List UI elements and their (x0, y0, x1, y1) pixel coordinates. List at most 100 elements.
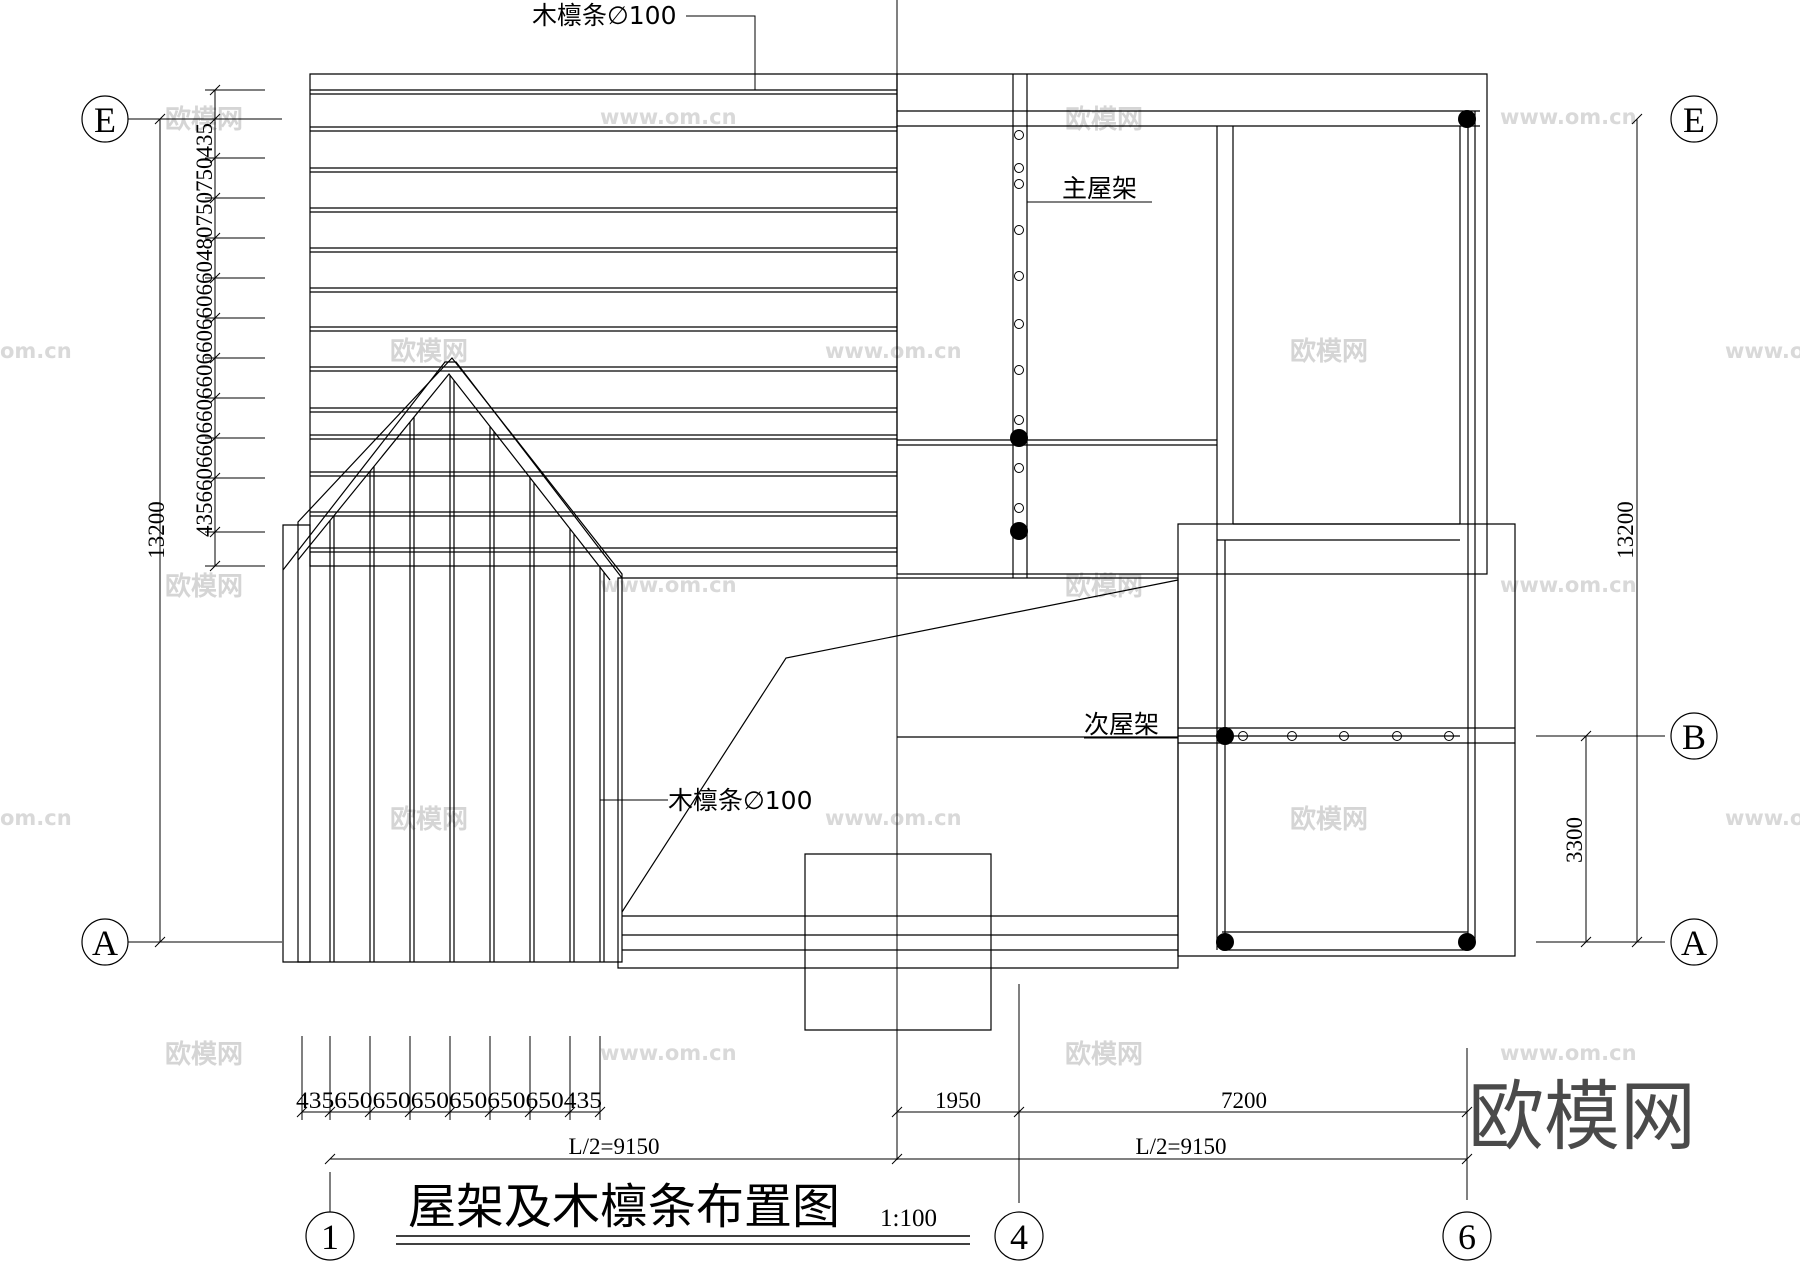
truss-node (1014, 319, 1024, 329)
watermark-url: www.om.cn (1500, 573, 1637, 597)
dim-tick (1632, 114, 1642, 124)
dim-tick (892, 1154, 902, 1164)
watermark-brand: 欧模网 (1065, 571, 1143, 602)
dim-tick (210, 114, 220, 124)
truss-node (1014, 163, 1024, 173)
dim-half-span-left: L/2=9150 (569, 1134, 660, 1159)
purlin-label-mid: 木檩条∅100 (668, 786, 813, 815)
dim-tick (210, 273, 220, 283)
truss-node (1014, 463, 1024, 473)
truss-node (1014, 130, 1024, 140)
grid-label-a-right: A (1681, 923, 1707, 963)
secondary-truss-label: 次屋架 (1084, 710, 1159, 739)
vertical-purlins (330, 375, 604, 962)
watermark-url: www.om.cn (1725, 339, 1800, 363)
truss-node (1238, 731, 1248, 741)
watermark-url-fragment: om.cn (0, 339, 72, 363)
grid-label-a-left: A (92, 923, 118, 963)
axis-lines (128, 0, 1665, 1212)
truss-node (1014, 225, 1024, 235)
dim-tick (210, 353, 220, 363)
column-marker (1010, 429, 1028, 447)
purlin-label-top: 木檩条∅100 (532, 1, 677, 30)
left-dimensions: 13200 4356606606606606606606604807507504… (144, 85, 265, 947)
truss-node (1392, 731, 1402, 741)
grid-bubble-b (1670, 712, 1718, 760)
grid-bubble-e-left (81, 95, 129, 143)
dim-tick (210, 473, 220, 483)
dim-tick (210, 193, 220, 203)
grid-bubble-a-left (81, 918, 129, 966)
upper-right-roof-outline (897, 74, 1487, 574)
purlin-leader-top (686, 16, 755, 90)
lower-roof-outline (618, 578, 1178, 968)
dim-bottom-spacing: 435650650650650650650435 (296, 1088, 602, 1113)
watermark-url: www.om.cn (825, 806, 962, 830)
watermark-url: www.om.cn (600, 1041, 737, 1065)
column-marker (1458, 110, 1476, 128)
watermark-url: www.om.cn (1725, 806, 1800, 830)
watermark-url: www.om.cn (1500, 1041, 1637, 1065)
grid-label-4: 4 (1010, 1217, 1028, 1257)
dim-tick (210, 313, 220, 323)
gable-ridge-inner (298, 374, 610, 580)
truss-node (1287, 731, 1297, 741)
dim-tick (210, 85, 220, 95)
upper-roof-outline (310, 74, 897, 566)
grid-label-1: 1 (321, 1217, 339, 1257)
grid-label-e-left: E (94, 100, 116, 140)
dim-tick (325, 1154, 335, 1164)
gable-ridge-outer (283, 362, 622, 578)
dim-tick (210, 153, 220, 163)
drawing-title: 屋架及木檩条布置图 (408, 1179, 840, 1235)
gable-wing (283, 358, 622, 962)
dim-tick (1462, 1154, 1472, 1164)
grid-bubble-6 (1442, 1211, 1492, 1261)
truss-node (1339, 731, 1349, 741)
watermark-layer: 欧模网 www.om.cn 欧模网 www.om.cn om.cn 欧模网 ww… (0, 104, 1800, 1070)
dim-13200-right: 13200 (1613, 501, 1638, 559)
drawing-scale: 1:100 (880, 1205, 937, 1232)
title-block: 屋架及木檩条布置图 1:100 (396, 1179, 970, 1244)
dim-tick (1581, 731, 1591, 741)
dim-tick (1581, 937, 1591, 947)
watermark-brand: 欧模网 (165, 571, 243, 602)
dim-tick (210, 561, 220, 571)
truss-framing (897, 74, 1515, 956)
dim-tick (210, 233, 220, 243)
lower-middle-roof (618, 578, 1178, 1030)
bottom-dimensions: 435650650650650650650435 1950 7200 L/2=9… (296, 1036, 1472, 1164)
grid-bubble-a-right (1670, 918, 1718, 966)
truss-node (1014, 365, 1024, 375)
dim-1950: 1950 (935, 1088, 981, 1113)
watermark-brand: 欧模网 (165, 1039, 243, 1070)
truss-node (1014, 179, 1024, 189)
watermark-url: www.om.cn (825, 339, 962, 363)
grid-bubble-1 (305, 1211, 355, 1261)
watermark-url: www.om.cn (600, 573, 737, 597)
horizontal-purlins (310, 90, 897, 552)
watermark-url: www.om.cn (600, 105, 737, 129)
grid-bubble-4 (994, 1211, 1044, 1261)
leader-labels: 木檩条∅100 主屋架 次屋架 木檩条∅100 (532, 1, 1178, 815)
grid-bubbles: E E B A A 1 4 6 (81, 95, 1718, 1261)
hip-line (622, 580, 1178, 912)
dim-tick (1014, 1107, 1024, 1117)
left-roof-purlin-area (310, 74, 897, 566)
truss-node (1444, 731, 1454, 741)
dim-13200-left: 13200 (144, 501, 169, 559)
dim-left-spacing: 435660660660660660660660480750750435 (192, 123, 217, 537)
right-dimensions: 13200 3300 (1562, 114, 1642, 947)
grid-label-b: B (1682, 717, 1706, 757)
main-truss-label: 主屋架 (1062, 174, 1137, 203)
watermark-brand: 欧模网 (1065, 104, 1143, 135)
dim-tick (155, 114, 165, 124)
grid-bubble-e-right (1670, 95, 1718, 143)
dim-tick (1632, 937, 1642, 947)
dim-half-span-right: L/2=9150 (1136, 1134, 1227, 1159)
column-marker (1216, 933, 1234, 951)
dim-tick (892, 1107, 902, 1117)
gable-wing-edge-strip (283, 525, 310, 962)
dim-tick (210, 527, 220, 537)
column-marker (1458, 933, 1476, 951)
